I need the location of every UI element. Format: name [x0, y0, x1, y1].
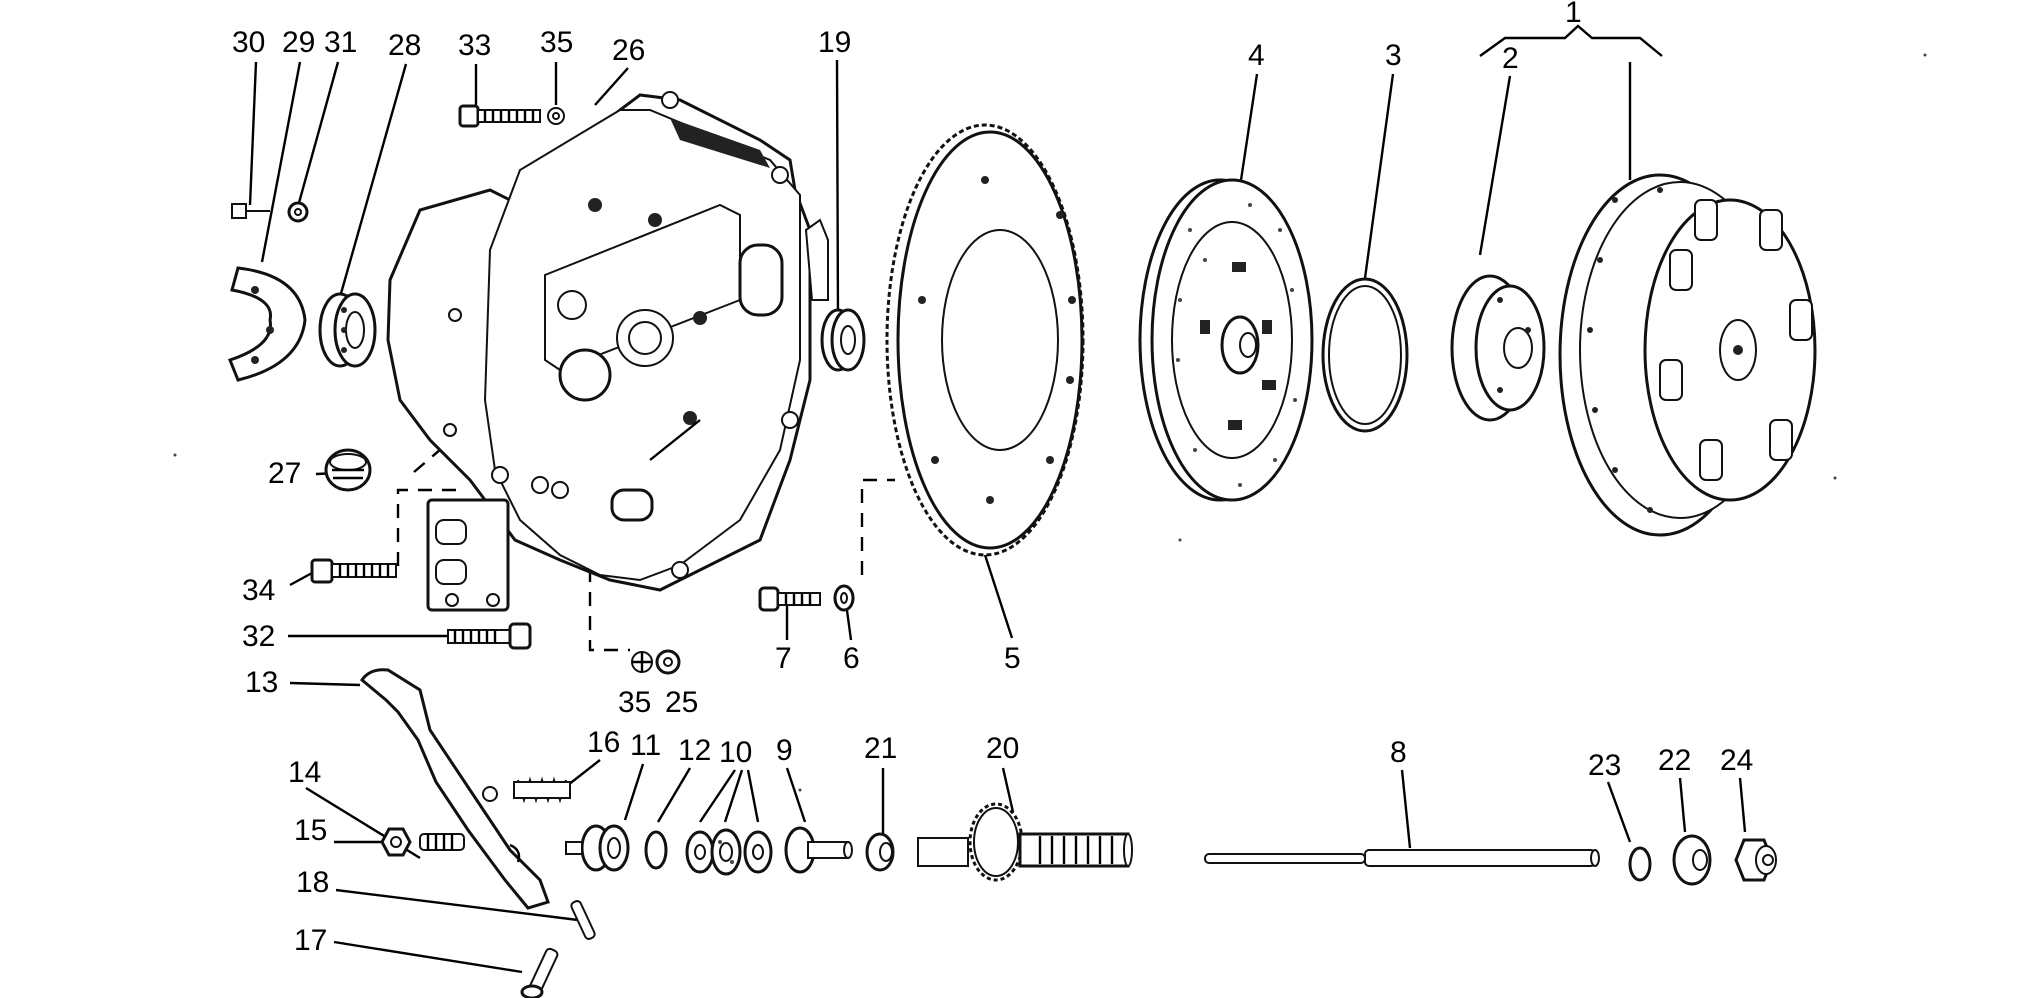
- label-24: 24: [1720, 744, 1753, 777]
- oil-seal-19: [820, 308, 866, 372]
- flywheel-5: [885, 123, 1085, 557]
- label-26: 26: [612, 34, 645, 67]
- leader-lines: [248, 24, 1747, 974]
- label-35-bottom: 35: [618, 686, 651, 719]
- plug-27: [324, 448, 372, 492]
- label-34: 34: [242, 574, 275, 607]
- bolt-34: [310, 558, 397, 584]
- label-3: 3: [1385, 39, 1402, 72]
- ring-3: [1321, 277, 1409, 433]
- push-rod-8: [1204, 849, 1600, 867]
- bearing-28: [318, 292, 377, 368]
- label-15: 15: [294, 814, 327, 847]
- label-19: 19: [818, 26, 851, 59]
- lever-13: [360, 668, 550, 910]
- label-29: 29: [282, 26, 315, 59]
- label-20: 20: [986, 732, 1019, 765]
- washer-22: [1672, 834, 1712, 886]
- scan-speckles: [173, 53, 1927, 792]
- label-27: 27: [268, 457, 301, 490]
- pin-18: [570, 900, 596, 940]
- pressure-plate-1: [1558, 173, 1817, 537]
- alignment-lines: [396, 419, 895, 652]
- label-25: 25: [665, 686, 698, 719]
- part-labels: 30 29 31 28 33 35 26 19 4 3 2 1 27 34 32…: [232, 0, 1753, 957]
- nut-24: [1734, 838, 1777, 882]
- label-21: 21: [864, 732, 897, 765]
- bearing-21: [865, 832, 895, 872]
- label-12: 12: [678, 734, 711, 767]
- label-2: 2: [1502, 42, 1519, 75]
- label-11: 11: [630, 729, 661, 762]
- nut-31: [287, 201, 309, 223]
- label-35-top: 35: [540, 26, 573, 59]
- bolt-32: [447, 622, 532, 650]
- label-13: 13: [245, 666, 278, 699]
- label-16: 16: [587, 726, 620, 759]
- label-23: 23: [1588, 749, 1621, 782]
- label-6: 6: [843, 642, 860, 675]
- label-1: 1: [1565, 0, 1582, 29]
- washer-35-top: [547, 107, 565, 125]
- nut-25: [655, 649, 681, 675]
- washer-6: [833, 584, 855, 612]
- label-4: 4: [1248, 39, 1265, 72]
- label-5: 5: [1004, 642, 1021, 675]
- bolt-7: [758, 586, 821, 612]
- label-9: 9: [776, 734, 793, 767]
- washers-10: [685, 828, 773, 876]
- label-28: 28: [388, 29, 421, 62]
- label-32: 32: [242, 620, 275, 653]
- lock-plate-29: [228, 266, 307, 382]
- circlip-23: [1628, 846, 1652, 882]
- bushing-11: [565, 824, 630, 872]
- spring-16: [513, 776, 571, 804]
- clutch-housing-26: [386, 91, 829, 612]
- circlip-12: [644, 830, 668, 870]
- bolt-33: [458, 104, 541, 128]
- nut-15: [380, 827, 412, 857]
- label-17: 17: [294, 924, 327, 957]
- label-14: 14: [288, 756, 321, 789]
- stud-14: [419, 833, 465, 851]
- label-10: 10: [719, 736, 752, 769]
- input-gear-20: [917, 802, 1133, 882]
- label-8: 8: [1390, 736, 1407, 769]
- plunger-9: [784, 826, 853, 874]
- washer-35-bottom: [631, 651, 653, 673]
- thrust-plate-2: [1450, 274, 1546, 422]
- pin-17: [520, 947, 559, 998]
- clutch-disc-4: [1138, 178, 1314, 502]
- label-30: 30: [232, 26, 265, 59]
- screw-30: [231, 203, 270, 219]
- label-18: 18: [296, 866, 329, 899]
- label-33: 33: [458, 29, 491, 62]
- label-31: 31: [324, 26, 357, 59]
- label-7: 7: [775, 642, 792, 675]
- label-22: 22: [1658, 744, 1691, 777]
